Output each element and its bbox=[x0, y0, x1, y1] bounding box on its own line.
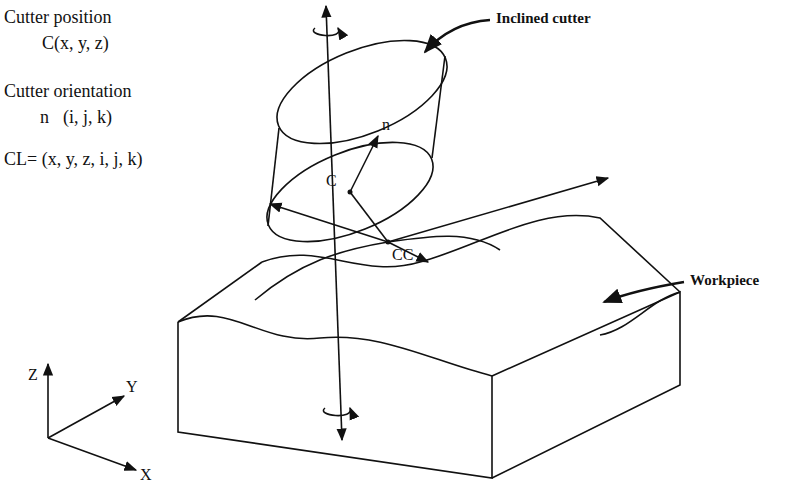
cutter-bottom-ellipse bbox=[253, 122, 446, 262]
point-label: C bbox=[326, 172, 337, 190]
axis-label: Z bbox=[28, 366, 38, 384]
contact-line bbox=[350, 192, 388, 242]
point-label: CC bbox=[392, 246, 413, 264]
part-name: Workpiece bbox=[690, 272, 759, 289]
tool-axis bbox=[326, 6, 342, 440]
cutter-side bbox=[268, 128, 279, 226]
axis-label: Y bbox=[126, 378, 138, 396]
workpiece-right-face bbox=[492, 292, 680, 478]
axis-z bbox=[47, 364, 49, 438]
note-text: CL= (x, y, z, i, j, k) bbox=[4, 150, 142, 170]
cutter-side bbox=[432, 56, 445, 158]
note-text: Cutter orientation bbox=[4, 82, 131, 102]
axis-label: X bbox=[140, 466, 152, 484]
axis-y bbox=[48, 396, 124, 438]
cutter-center-dot bbox=[348, 190, 353, 195]
workpiece-back-top bbox=[262, 215, 680, 292]
cutter-top-ellipse bbox=[263, 19, 461, 164]
orientation-vector bbox=[350, 136, 378, 192]
part-name: Inclined cutter bbox=[496, 10, 591, 27]
callout-arrow bbox=[425, 20, 490, 52]
tangent-arrow bbox=[388, 178, 608, 242]
workpiece-front-face bbox=[178, 322, 492, 478]
vector-label: n⃗ bbox=[382, 116, 402, 134]
contact-dot bbox=[386, 240, 391, 245]
note-text: Cutter position bbox=[4, 8, 112, 28]
callout-arrow bbox=[604, 282, 684, 302]
tangent-arrow bbox=[270, 204, 388, 242]
note-text: n⃗(i, j, k) bbox=[40, 108, 112, 128]
note-text: C(x, y, z) bbox=[42, 34, 109, 54]
workpiece-left-top bbox=[178, 262, 262, 322]
workpiece-front-top bbox=[178, 316, 492, 376]
rotation-arrow bbox=[323, 408, 350, 416]
surface-curve bbox=[255, 236, 500, 300]
axis-x bbox=[48, 438, 136, 470]
rotation-arrow bbox=[313, 28, 338, 36]
